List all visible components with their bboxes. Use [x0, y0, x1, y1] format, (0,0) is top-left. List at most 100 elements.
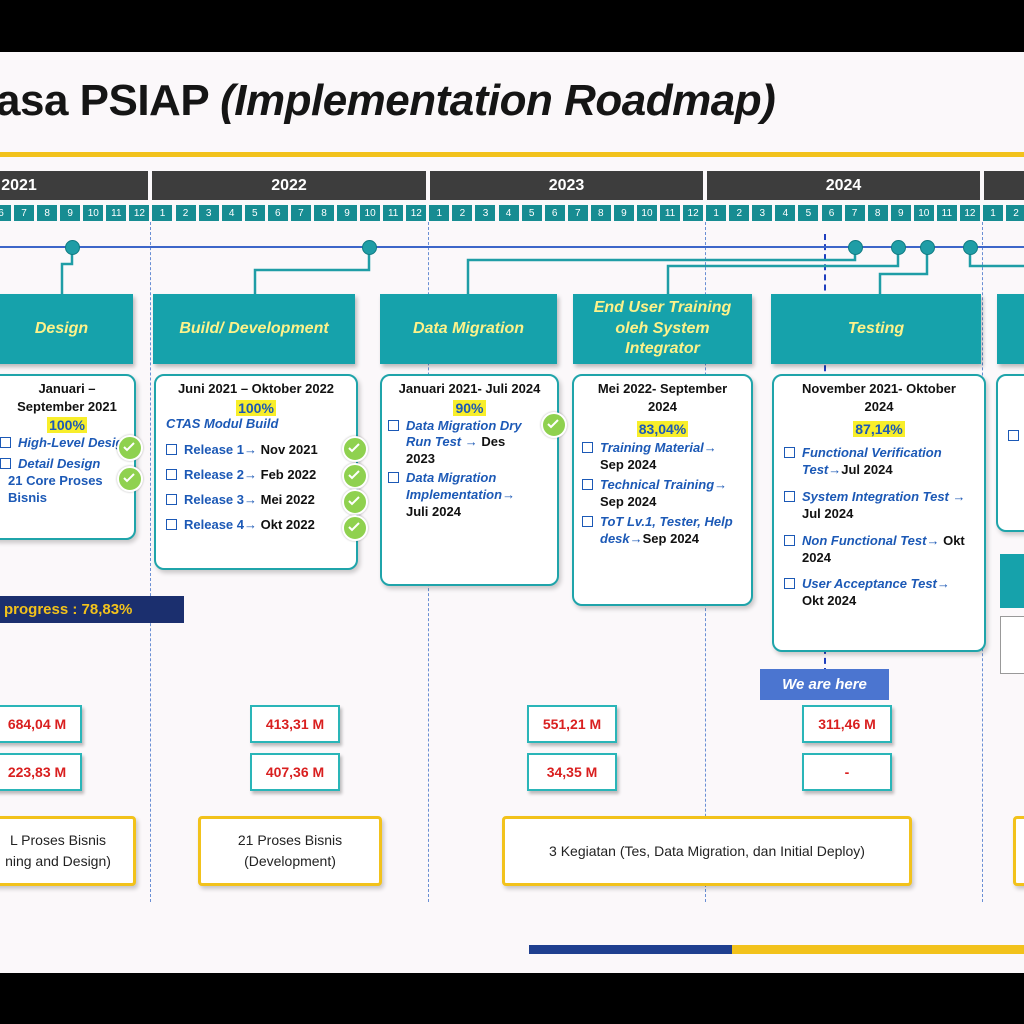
year-header-2022: 2022	[152, 171, 426, 200]
month-cell: 1	[152, 205, 173, 221]
list-item: Functional Verification Test→Jul 2024	[784, 445, 972, 479]
phase-header-data-migration: Data Migration	[380, 294, 557, 364]
next-note-box	[1000, 616, 1024, 674]
month-cell: 12	[406, 205, 427, 221]
month-cell: 2	[175, 205, 196, 221]
note-box: 21 Proses Bisnis (Development)	[198, 816, 382, 886]
year-header-next	[984, 171, 1024, 200]
check-icon	[342, 515, 368, 541]
month-cell: 1	[429, 205, 450, 221]
milestone-dot	[848, 240, 863, 255]
month-cell: 5	[798, 205, 819, 221]
month-cell: 8	[867, 205, 888, 221]
list-item: Release 3→ Mei 2022	[166, 492, 356, 507]
check-icon	[342, 436, 368, 462]
month-cell: 2	[729, 205, 750, 221]
phase-date: November 2021- Oktober 2024	[802, 381, 956, 414]
checkbox-icon	[784, 490, 795, 502]
list-item: Release 1→ Nov 2021	[166, 442, 356, 457]
divider	[150, 222, 151, 902]
month-cell: 8	[37, 205, 58, 221]
phase-header-design: Design	[0, 294, 133, 364]
phase-progress: 90%	[453, 399, 486, 416]
checkbox-icon	[582, 442, 593, 454]
month-cell: 8	[313, 205, 334, 221]
milestone-dot	[920, 240, 935, 255]
list-item: Data Migration Implementation→ Juli 2024	[388, 470, 537, 521]
list-item: ToT Lv.1, Tester, Help desk→Sep 2024	[582, 514, 743, 548]
month-cell: 6	[267, 205, 288, 221]
check-icon	[342, 489, 368, 515]
phase-card-data-migration: Januari 2021- Juli 2024 90% Data Migrati…	[380, 374, 559, 586]
month-cell: 5	[244, 205, 265, 221]
month-cell: 7	[14, 205, 35, 221]
next-label-box	[1000, 554, 1024, 608]
timeline-connectors	[0, 246, 1024, 294]
month-cell: 11	[106, 205, 127, 221]
footer-bar-yellow	[732, 945, 1024, 954]
month-cell: 10	[636, 205, 657, 221]
month-cell: 6	[0, 205, 11, 221]
phase-progress: 100%	[236, 399, 276, 416]
month-cell: 1	[983, 205, 1003, 221]
page-title: asa PSIAP (Implementation Roadmap)	[0, 76, 776, 125]
phase-progress: 83,04%	[636, 421, 689, 438]
month-cell: 11	[660, 205, 681, 221]
checkbox-icon	[1008, 430, 1019, 441]
checkbox-icon	[0, 457, 11, 469]
checkbox-icon	[166, 519, 177, 531]
month-cell: 7	[567, 205, 588, 221]
realization-value: 34,35 M	[527, 753, 617, 791]
phase-header-end-user-training: End User Training oleh System Integrator	[573, 294, 752, 364]
list-item: System Integration Test → Jul 2024	[784, 489, 972, 523]
phase-header-build: Build/ Development	[153, 294, 355, 364]
list-item: Detail Design	[0, 456, 134, 473]
note-box: L Proses Bisnis ning and Design)	[0, 816, 136, 886]
month-cell: 12	[129, 205, 150, 221]
phase-card-testing: November 2021- Oktober 2024 87,14% Funct…	[772, 374, 986, 652]
checkbox-icon	[784, 578, 795, 590]
month-cell: 9	[890, 205, 911, 221]
realization-value: -	[802, 753, 892, 791]
checkbox-icon	[784, 534, 795, 546]
list-item: Data Migration Dry Run Test → Des 2023	[388, 418, 533, 469]
check-icon	[117, 466, 143, 492]
title-underline	[0, 152, 1024, 157]
note-box: 3 Kegiatan (Tes, Data Migration, dan Ini…	[502, 816, 912, 886]
month-cell: 1	[706, 205, 727, 221]
year-header-2021: 2021	[0, 171, 148, 200]
list-item: User Acceptance Test→ Okt 2024	[784, 576, 972, 610]
budget-value: 413,31 M	[250, 705, 340, 743]
checkbox-icon	[0, 437, 11, 449]
month-cell: 6	[544, 205, 565, 221]
month-cell: 4	[221, 205, 242, 221]
month-cell: 4	[775, 205, 796, 221]
month-cell: 12	[683, 205, 704, 221]
milestone-dot	[362, 240, 377, 255]
checkbox-icon	[166, 469, 177, 481]
year-header-2024: 2024	[707, 171, 980, 200]
month-cell: 6	[821, 205, 842, 221]
realization-value: 223,83 M	[0, 753, 82, 791]
checkbox-icon	[582, 515, 593, 527]
month-cell: 9	[337, 205, 358, 221]
footer-bar-navy	[529, 945, 732, 954]
checkbox-icon	[388, 472, 399, 484]
month-cell: 10	[83, 205, 104, 221]
phase-progress: 100%	[47, 417, 87, 434]
note-box	[1013, 816, 1024, 886]
checkbox-icon	[166, 494, 177, 506]
month-cell: 3	[752, 205, 773, 221]
phase-progress: 87,14%	[853, 421, 905, 438]
month-cell: 11	[383, 205, 404, 221]
phase-card-end-user-training: Mei 2022- September 2024 83,04% Training…	[572, 374, 753, 606]
phase-header-next	[997, 294, 1024, 364]
slide: asa PSIAP (Implementation Roadmap) 2021 …	[0, 52, 1024, 973]
month-cell: 3	[198, 205, 219, 221]
month-cell: 7	[290, 205, 311, 221]
check-icon	[541, 412, 567, 438]
checkbox-icon	[582, 478, 593, 490]
phase-card-next	[996, 374, 1024, 532]
checkbox-icon	[388, 419, 399, 431]
month-cell: 9	[60, 205, 81, 221]
